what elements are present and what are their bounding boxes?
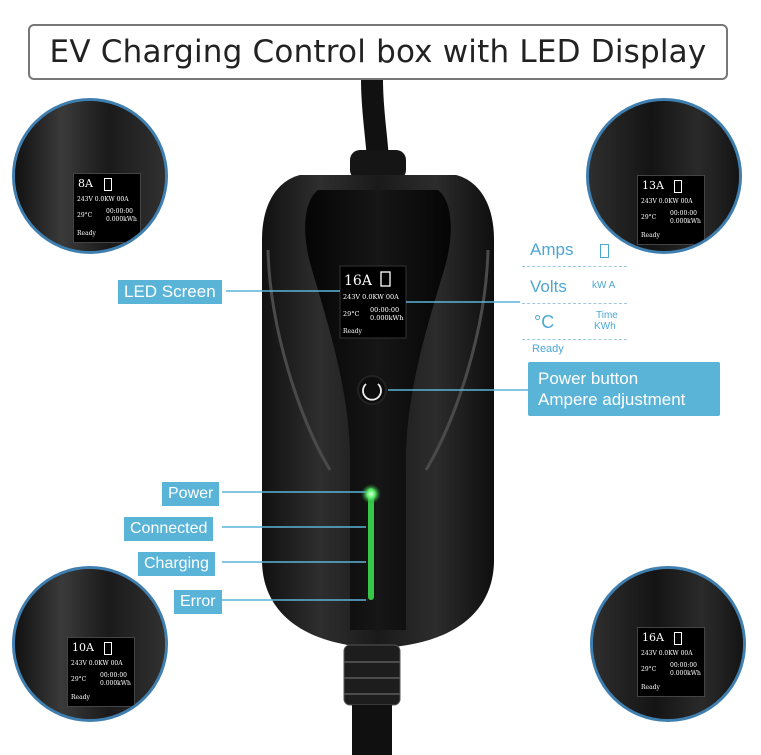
- inset-16a-time: 00:00:00: [670, 662, 697, 669]
- inset-10a-line2: 243V 0.0KW 00A: [71, 660, 123, 667]
- inset-16a-status: Ready: [641, 684, 660, 691]
- inset-13a-line2: 243V 0.0KW 00A: [641, 198, 693, 205]
- lcd-temp: 29°C: [343, 310, 360, 318]
- lcd-time: 00:00:00: [370, 306, 399, 314]
- legend-amps: Amps: [530, 240, 574, 259]
- inset-13a-status: Ready: [641, 232, 660, 239]
- inset-10a-energy: 0.000kWh: [100, 680, 131, 687]
- top-strain-relief: [350, 150, 406, 180]
- legend-celsius: °C: [534, 312, 555, 332]
- top-cable: [361, 79, 389, 161]
- inset-10a-status: Ready: [71, 694, 90, 701]
- inset-8a: 8A 243V 0.0KW 00A 29°C 00:00:00 0.000kWh…: [12, 98, 168, 254]
- title-box: EV Charging Control box with LED Display: [28, 24, 728, 80]
- error-led-callout: Error: [174, 590, 222, 614]
- inset-10a: 10A 243V 0.0KW 00A 29°C 00:00:00 0.000kW…: [12, 566, 168, 722]
- inset-13a-temp: 29°C: [641, 214, 657, 221]
- inset-16a-amps: 16A: [642, 631, 664, 644]
- lcd-status: Ready: [343, 328, 362, 335]
- inset-8a-energy: 0.000kWh: [106, 216, 137, 223]
- cable-gland: [343, 644, 401, 706]
- power-led-callout: Power: [162, 482, 220, 506]
- led-power-glow: [361, 484, 381, 504]
- legend-kwa: kW A: [592, 280, 616, 291]
- power-button-callout: Power button Ampere adjustment: [528, 362, 720, 416]
- power-icon: [362, 383, 382, 401]
- inset-16a-temp: 29°C: [641, 666, 657, 673]
- inset-8a-temp: 29°C: [77, 212, 93, 219]
- power-button-label: Power button: [538, 369, 639, 388]
- legend-kwh: KWh: [594, 321, 616, 332]
- inset-10a-temp: 29°C: [71, 676, 87, 683]
- inset-8a-status: Ready: [77, 230, 96, 237]
- legend-volts: Volts: [530, 277, 567, 296]
- lcd-amps: 16A: [344, 273, 373, 289]
- inset-8a-line2: 243V 0.0KW 00A: [77, 196, 129, 203]
- inset-16a-line2: 243V 0.0KW 00A: [641, 650, 693, 657]
- inset-13a-energy: 0.000kWh: [670, 218, 701, 225]
- ampere-adjustment-label: Ampere adjustment: [538, 390, 686, 409]
- lcd-energy: 0.000kWh: [370, 314, 403, 322]
- inset-10a-amps: 10A: [72, 641, 94, 654]
- inset-13a-amps: 13A: [642, 179, 664, 192]
- led-strip: [368, 488, 374, 600]
- lcd-line2: 243V 0.0KW 00A: [343, 293, 399, 301]
- connected-led-callout: Connected: [124, 517, 214, 541]
- inset-13a: 13A 243V 0.0KW 00A 29°C 00:00:00 0.000kW…: [586, 98, 742, 254]
- inset-8a-time: 00:00:00: [106, 208, 133, 215]
- legend-ready: Ready: [532, 343, 564, 355]
- led-screen-callout: LED Screen: [118, 280, 222, 304]
- legend-time: Time: [596, 310, 618, 321]
- inset-16a: 16A 243V 0.0KW 00A 29°C 00:00:00 0.000kW…: [590, 566, 746, 722]
- inset-8a-amps: 8A: [78, 177, 93, 190]
- inset-13a-time: 00:00:00: [670, 210, 697, 217]
- inset-16a-energy: 0.000kWh: [670, 670, 701, 677]
- lcd-battery-icon: [380, 271, 391, 287]
- inset-10a-time: 00:00:00: [100, 672, 127, 679]
- page-title: EV Charging Control box with LED Display: [49, 34, 707, 70]
